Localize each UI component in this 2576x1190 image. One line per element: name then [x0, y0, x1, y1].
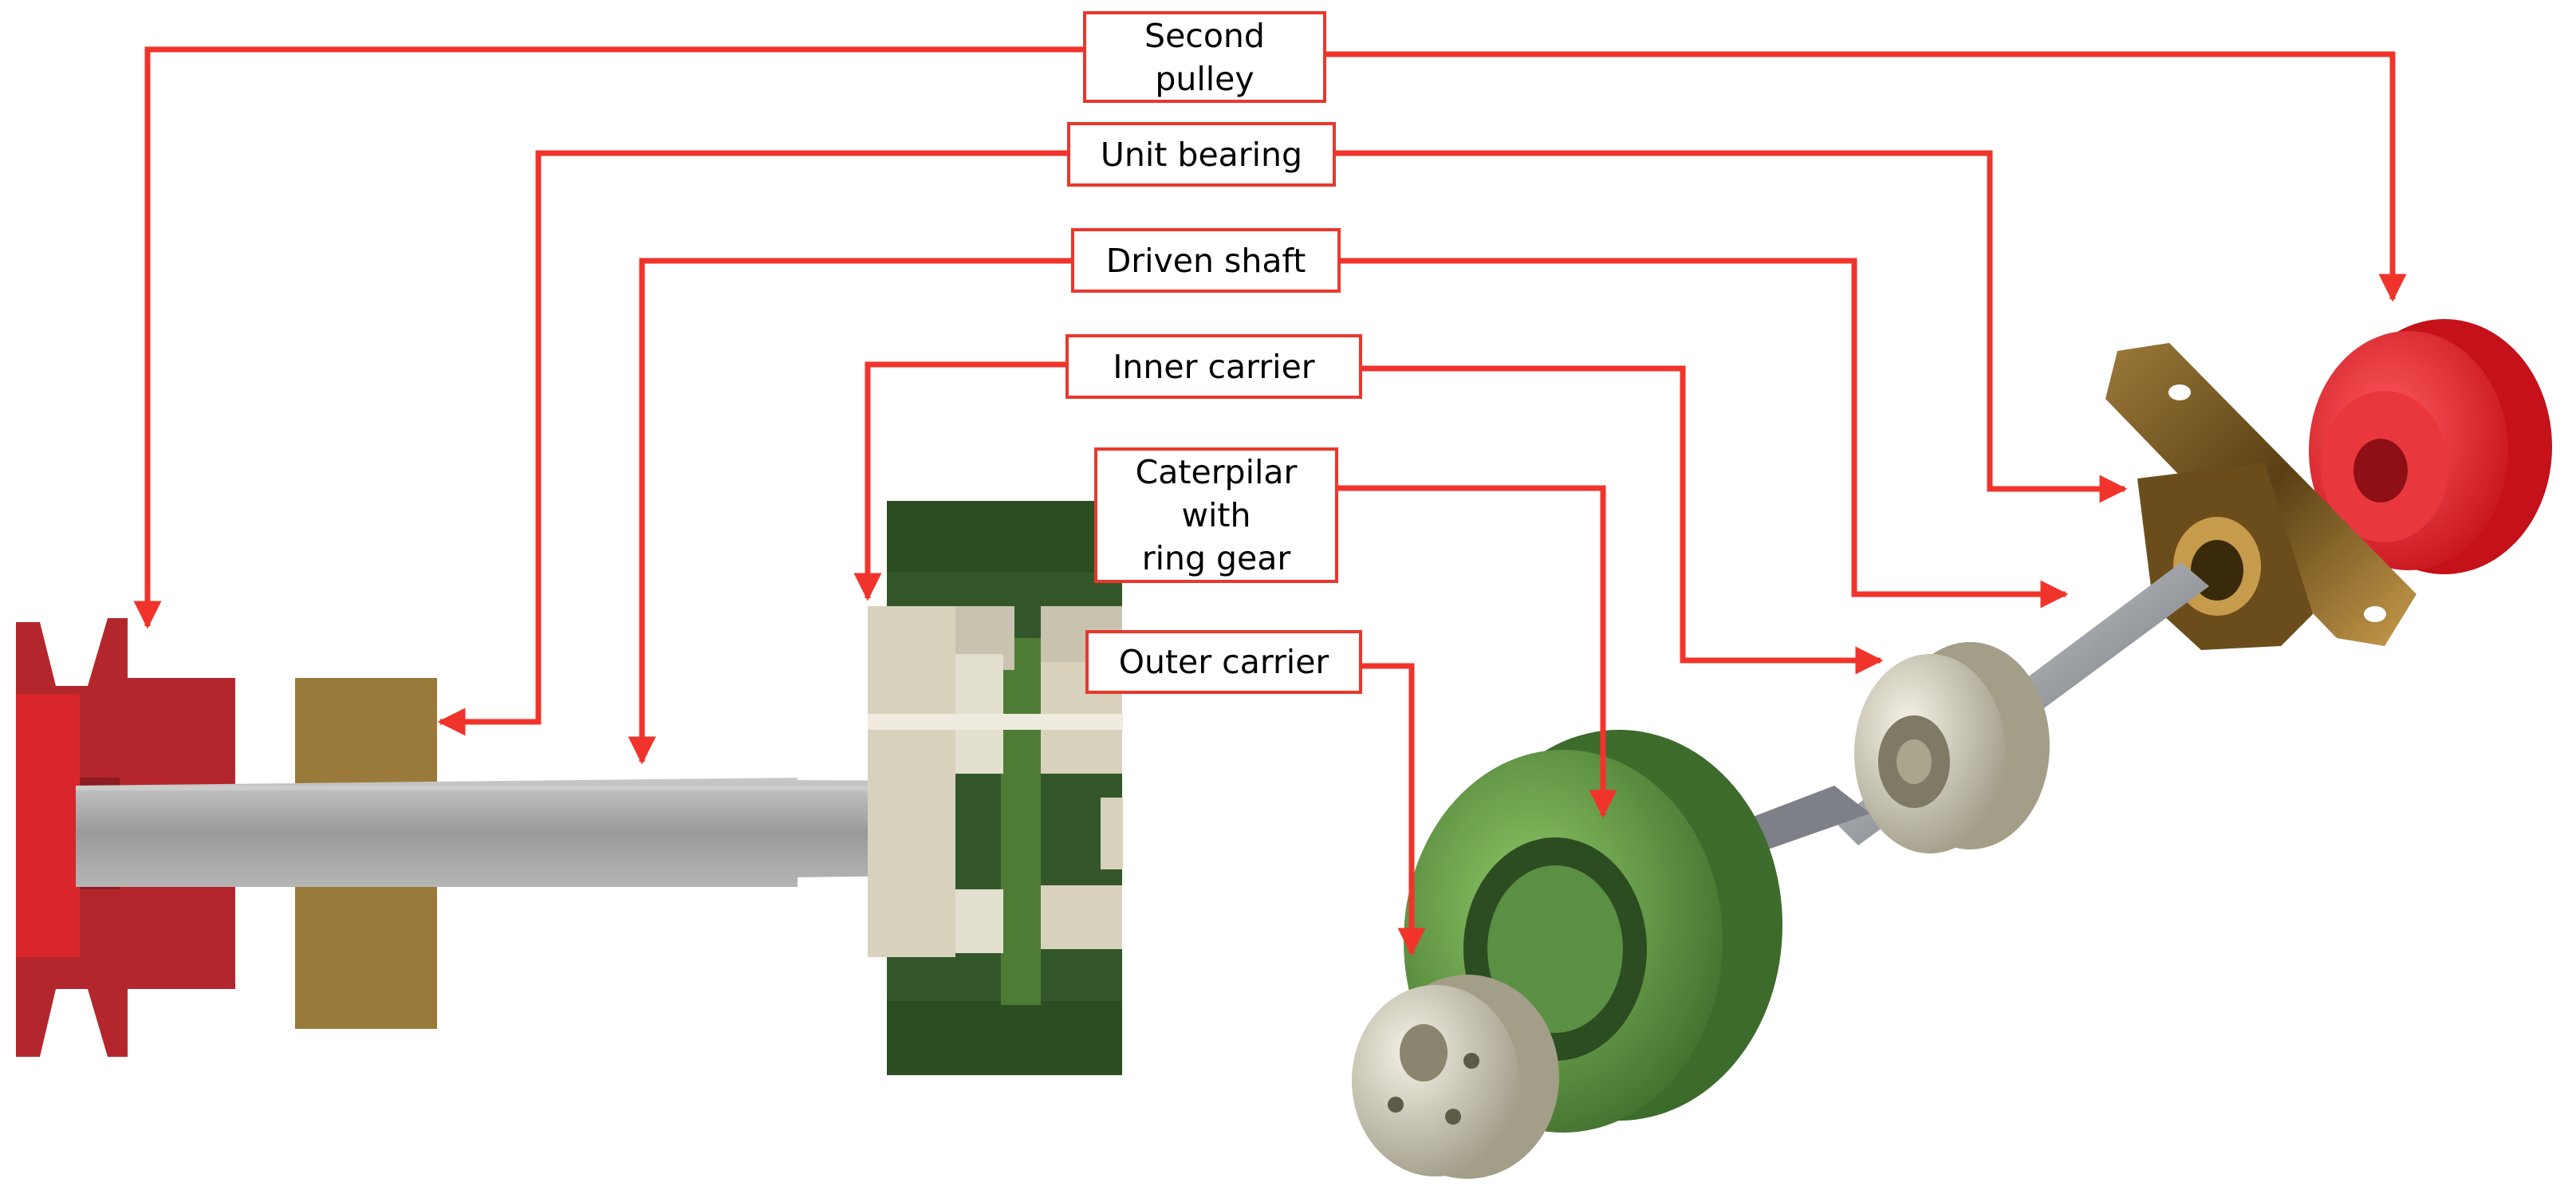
label-driven-shaft: Driven shaft	[1071, 228, 1341, 293]
exploded-view	[1352, 319, 2552, 1179]
inner-carrier-3d	[1854, 642, 2050, 853]
outer-carrier-3d	[1352, 975, 1559, 1179]
leader-unit-bearing-right	[1333, 150, 2128, 503]
leader-unit-bearing-left	[437, 150, 1069, 736]
section-view	[16, 501, 1123, 1075]
label-outer-carrier: Outer carrier	[1085, 630, 1362, 694]
driven-shaft-section	[76, 778, 1101, 887]
leader-outer-carrier	[1360, 663, 1426, 956]
label-second-pulley: Second pulley	[1083, 11, 1326, 103]
leader-second-pulley-left	[133, 46, 1085, 629]
leader-lines	[133, 46, 2407, 956]
label-inner-carrier: Inner carrier	[1065, 334, 1362, 399]
leader-driven-shaft-left	[628, 258, 1073, 765]
leader-caterpillar	[1336, 485, 1617, 818]
label-caterpillar: Caterpilar with ring gear	[1094, 447, 1338, 583]
leader-second-pulley-right	[1324, 51, 2407, 302]
carrier-section	[868, 606, 1123, 957]
leader-inner-carrier-left	[853, 361, 1067, 601]
leader-inner-carrier-right	[1360, 365, 1884, 675]
pulley-3d	[2309, 319, 2552, 574]
label-unit-bearing: Unit bearing	[1067, 122, 1336, 187]
leader-driven-shaft-right	[1338, 258, 2069, 609]
